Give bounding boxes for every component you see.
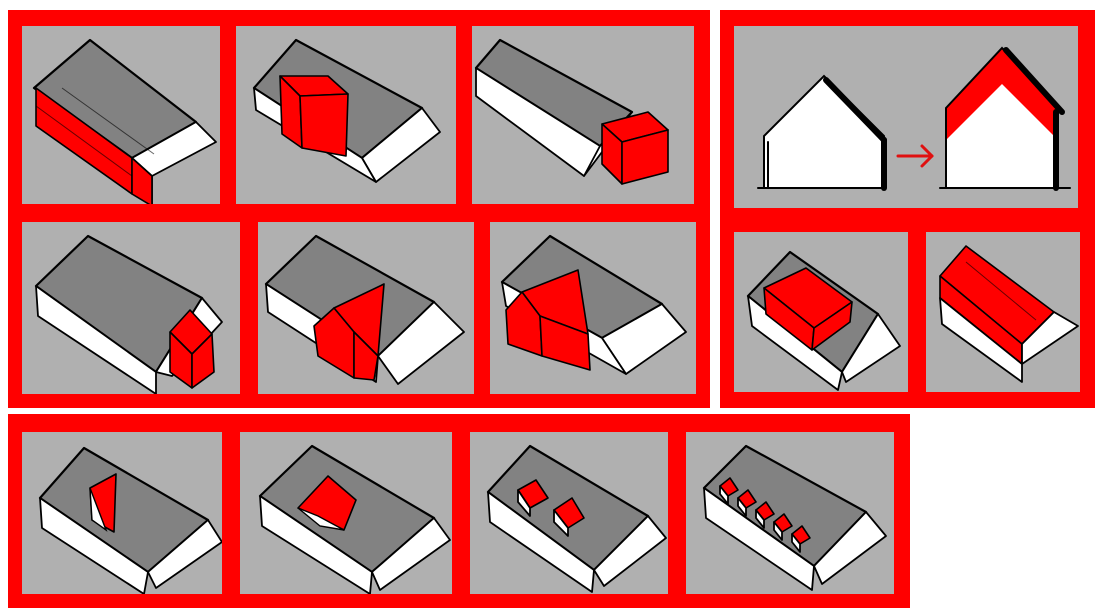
panel-lean-to-gable-extension <box>22 222 240 394</box>
illustration-angled-gabled-extension <box>490 222 696 394</box>
panel-angled-gabled-extension <box>490 222 696 394</box>
panel-gabled-front-extension <box>258 222 474 394</box>
panel-triangular-dormer <box>22 432 222 594</box>
illustration-gabled-front-extension <box>258 222 474 394</box>
illustration-lean-to-gable-extension <box>22 222 240 394</box>
panel-two-small-dormers <box>470 432 668 594</box>
panel-box-extension <box>236 26 456 204</box>
panel-full-side-extension <box>22 26 220 204</box>
illustration-hipped-dormer <box>240 432 452 594</box>
illustration-box-extension <box>236 26 456 204</box>
illustration-roof-raise-elevation <box>734 26 1078 208</box>
panel-dormer-block <box>734 232 908 392</box>
illustration-gable-end-extension <box>472 26 694 204</box>
panel-gable-end-extension <box>472 26 694 204</box>
illustration-two-small-dormers <box>470 432 668 594</box>
panel-roof-raise-elevation <box>734 26 1078 208</box>
illustration-five-small-dormers <box>686 432 894 594</box>
panel-five-small-dormers <box>686 432 894 594</box>
illustration-full-roof-raise <box>926 232 1080 392</box>
illustration-triangular-dormer <box>22 432 222 594</box>
panel-full-roof-raise <box>926 232 1080 392</box>
illustration-full-side-extension <box>22 26 220 204</box>
illustration-dormer-block <box>734 232 908 392</box>
panel-hipped-dormer <box>240 432 452 594</box>
